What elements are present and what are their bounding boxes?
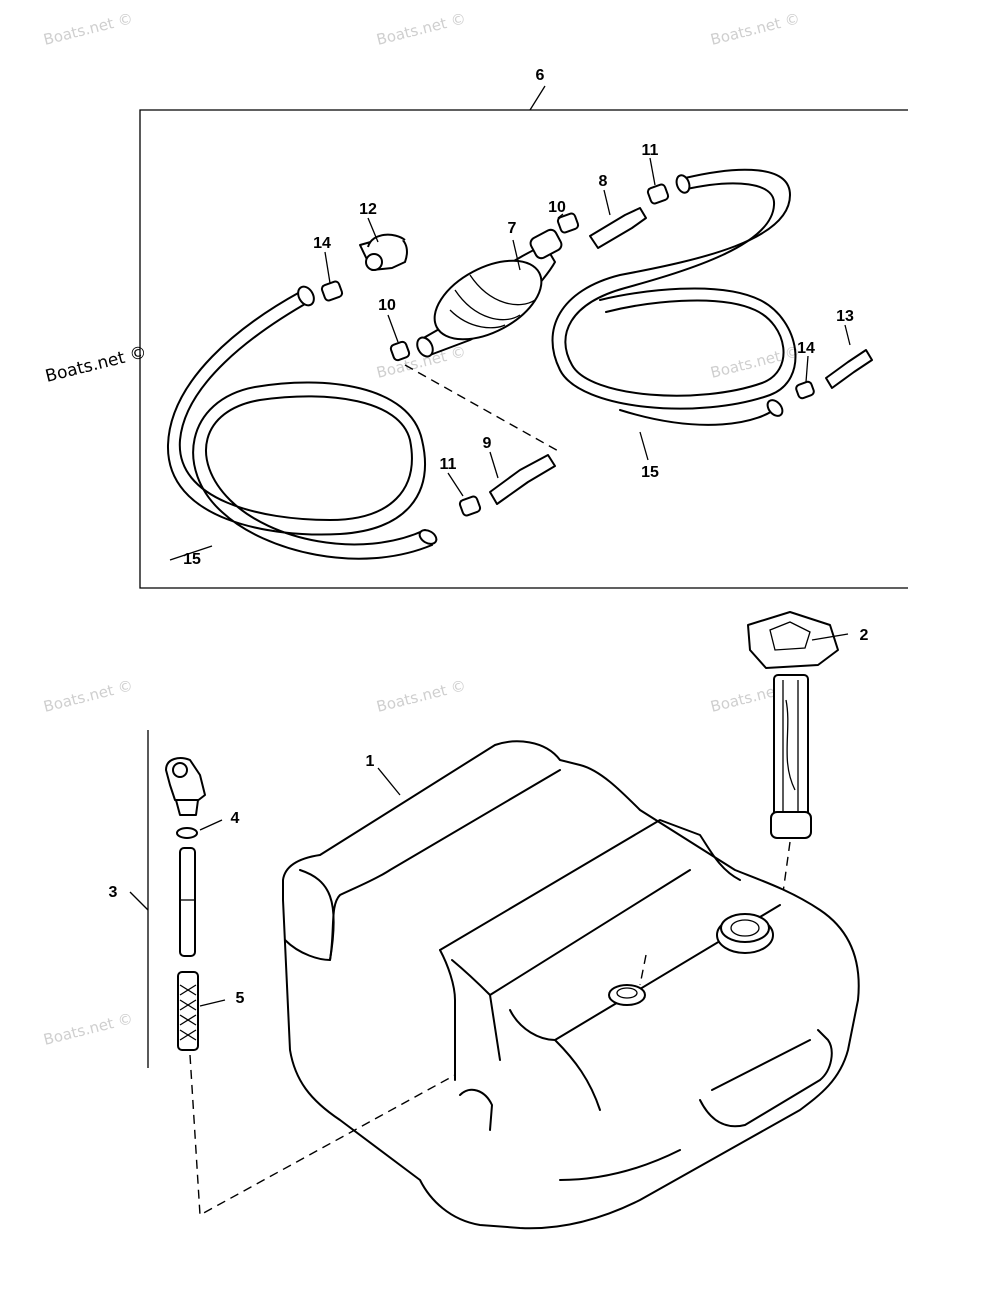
callout-8: 8 — [599, 173, 608, 190]
side-credit: Boats.net © — [43, 342, 148, 386]
callout-10-right: 10 — [548, 199, 566, 216]
callout-9: 9 — [483, 435, 492, 452]
fuel-pickup-assembly — [129, 730, 226, 1068]
fitting-9 — [489, 454, 556, 505]
clamp-11-top — [646, 183, 670, 205]
watermark-2: Boats.net © — [375, 9, 468, 49]
callout-11-top: 11 — [642, 142, 659, 159]
fuel-hose-left — [166, 285, 438, 560]
callout-14-left: 14 — [313, 235, 331, 252]
callout-7: 7 — [508, 220, 517, 237]
clamp-11-bottom — [458, 495, 482, 517]
callout-5: 5 — [236, 990, 245, 1007]
callout-4: 4 — [231, 810, 240, 827]
fuel-gauge — [747, 611, 849, 839]
callout-10-left: 10 — [378, 297, 396, 314]
callout-12: 12 — [359, 201, 377, 218]
clamp-14-left — [320, 280, 344, 302]
primer-bulb — [416, 228, 563, 358]
watermark-1: Boats.net © — [42, 9, 135, 49]
callout-2: 2 — [860, 627, 869, 644]
callout-11-bottom: 11 — [440, 456, 457, 473]
callout-15-left: 15 — [183, 551, 201, 568]
watermark-3: Boats.net © — [709, 9, 802, 49]
clamp-14-right — [795, 380, 815, 400]
pickup-dashed-line — [189, 1054, 456, 1217]
fitting-13 — [825, 349, 873, 389]
watermark-9: Boats.net © — [42, 1009, 135, 1049]
clamp-10-right — [556, 212, 580, 234]
watermark-7: Boats.net © — [375, 676, 468, 716]
hose-assembly-box — [139, 85, 908, 589]
fuel-hose-right — [551, 168, 797, 426]
callout-13: 13 — [836, 308, 854, 325]
callouts: 6 12 14 7 10 8 11 10 13 14 9 11 15 15 2 … — [109, 67, 869, 1007]
callout-14-right: 14 — [797, 340, 815, 357]
watermark-6: Boats.net © — [42, 676, 135, 716]
fuel-connector — [359, 233, 408, 271]
clamp-10-left — [389, 340, 411, 362]
callout-3: 3 — [109, 884, 118, 901]
leader-lines — [169, 157, 851, 561]
fitting-8 — [589, 207, 647, 249]
callout-1: 1 — [366, 753, 375, 770]
callout-6: 6 — [536, 67, 545, 84]
watermark-5: Boats.net © — [709, 342, 802, 382]
callout-15-right: 15 — [641, 464, 659, 481]
clamps-and-fittings — [320, 183, 873, 517]
fuel-tank — [282, 740, 860, 1230]
